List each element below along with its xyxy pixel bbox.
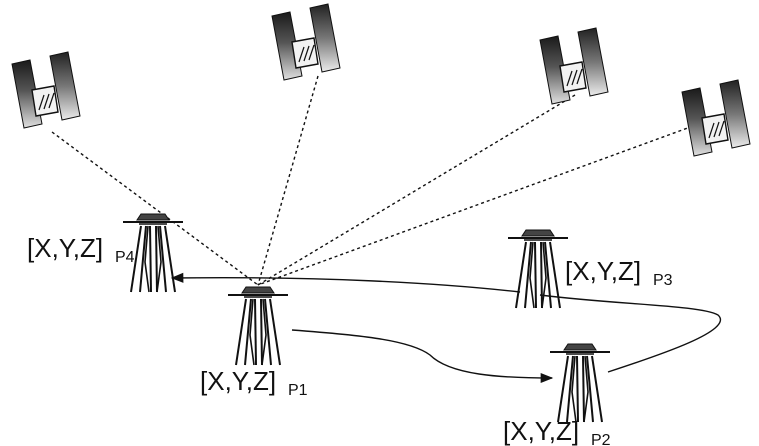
station-p2: [X,Y,Z] P2 — [503, 343, 611, 446]
station-p3: [X,Y,Z] P3 — [507, 229, 673, 309]
station-p3-subscript: P3 — [653, 272, 673, 289]
signal-line-sat4 — [257, 117, 716, 286]
station-p3-label: [X,Y,Z] — [565, 256, 641, 286]
satellite-4 — [681, 79, 751, 157]
station-p2-label: [X,Y,Z] — [503, 416, 579, 446]
station-p1: [X,Y,Z] P1 — [200, 286, 308, 399]
path-p1-to-p2 — [291, 329, 554, 384]
tripod-icon — [227, 286, 289, 366]
station-p4: [X,Y,Z] P4 — [27, 213, 184, 293]
signal-line-sat3 — [257, 94, 576, 286]
traverse-path — [170, 272, 722, 384]
station-p4-label: [X,Y,Z] — [27, 233, 103, 263]
satellite-icon — [539, 27, 609, 105]
tripod-icon — [507, 229, 569, 309]
signal-line-sat2 — [257, 75, 319, 286]
satellite-3 — [539, 27, 609, 105]
signal-lines — [51, 75, 716, 286]
satellite-icon — [681, 79, 751, 157]
station-p4-subscript: P4 — [115, 249, 135, 266]
satellite-2 — [271, 3, 341, 81]
signal-line-sat1 — [51, 131, 259, 286]
satellite-icon — [271, 3, 341, 81]
station-p1-label: [X,Y,Z] — [200, 366, 276, 396]
tripod-icon — [549, 343, 611, 423]
satellite-1 — [11, 51, 81, 129]
station-p2-subscript: P2 — [591, 432, 611, 446]
satellite-icon — [11, 51, 81, 129]
path-p2-to-p3 — [539, 294, 722, 373]
station-p1-subscript: P1 — [288, 382, 308, 399]
path-p3-to-p4 — [170, 272, 521, 293]
